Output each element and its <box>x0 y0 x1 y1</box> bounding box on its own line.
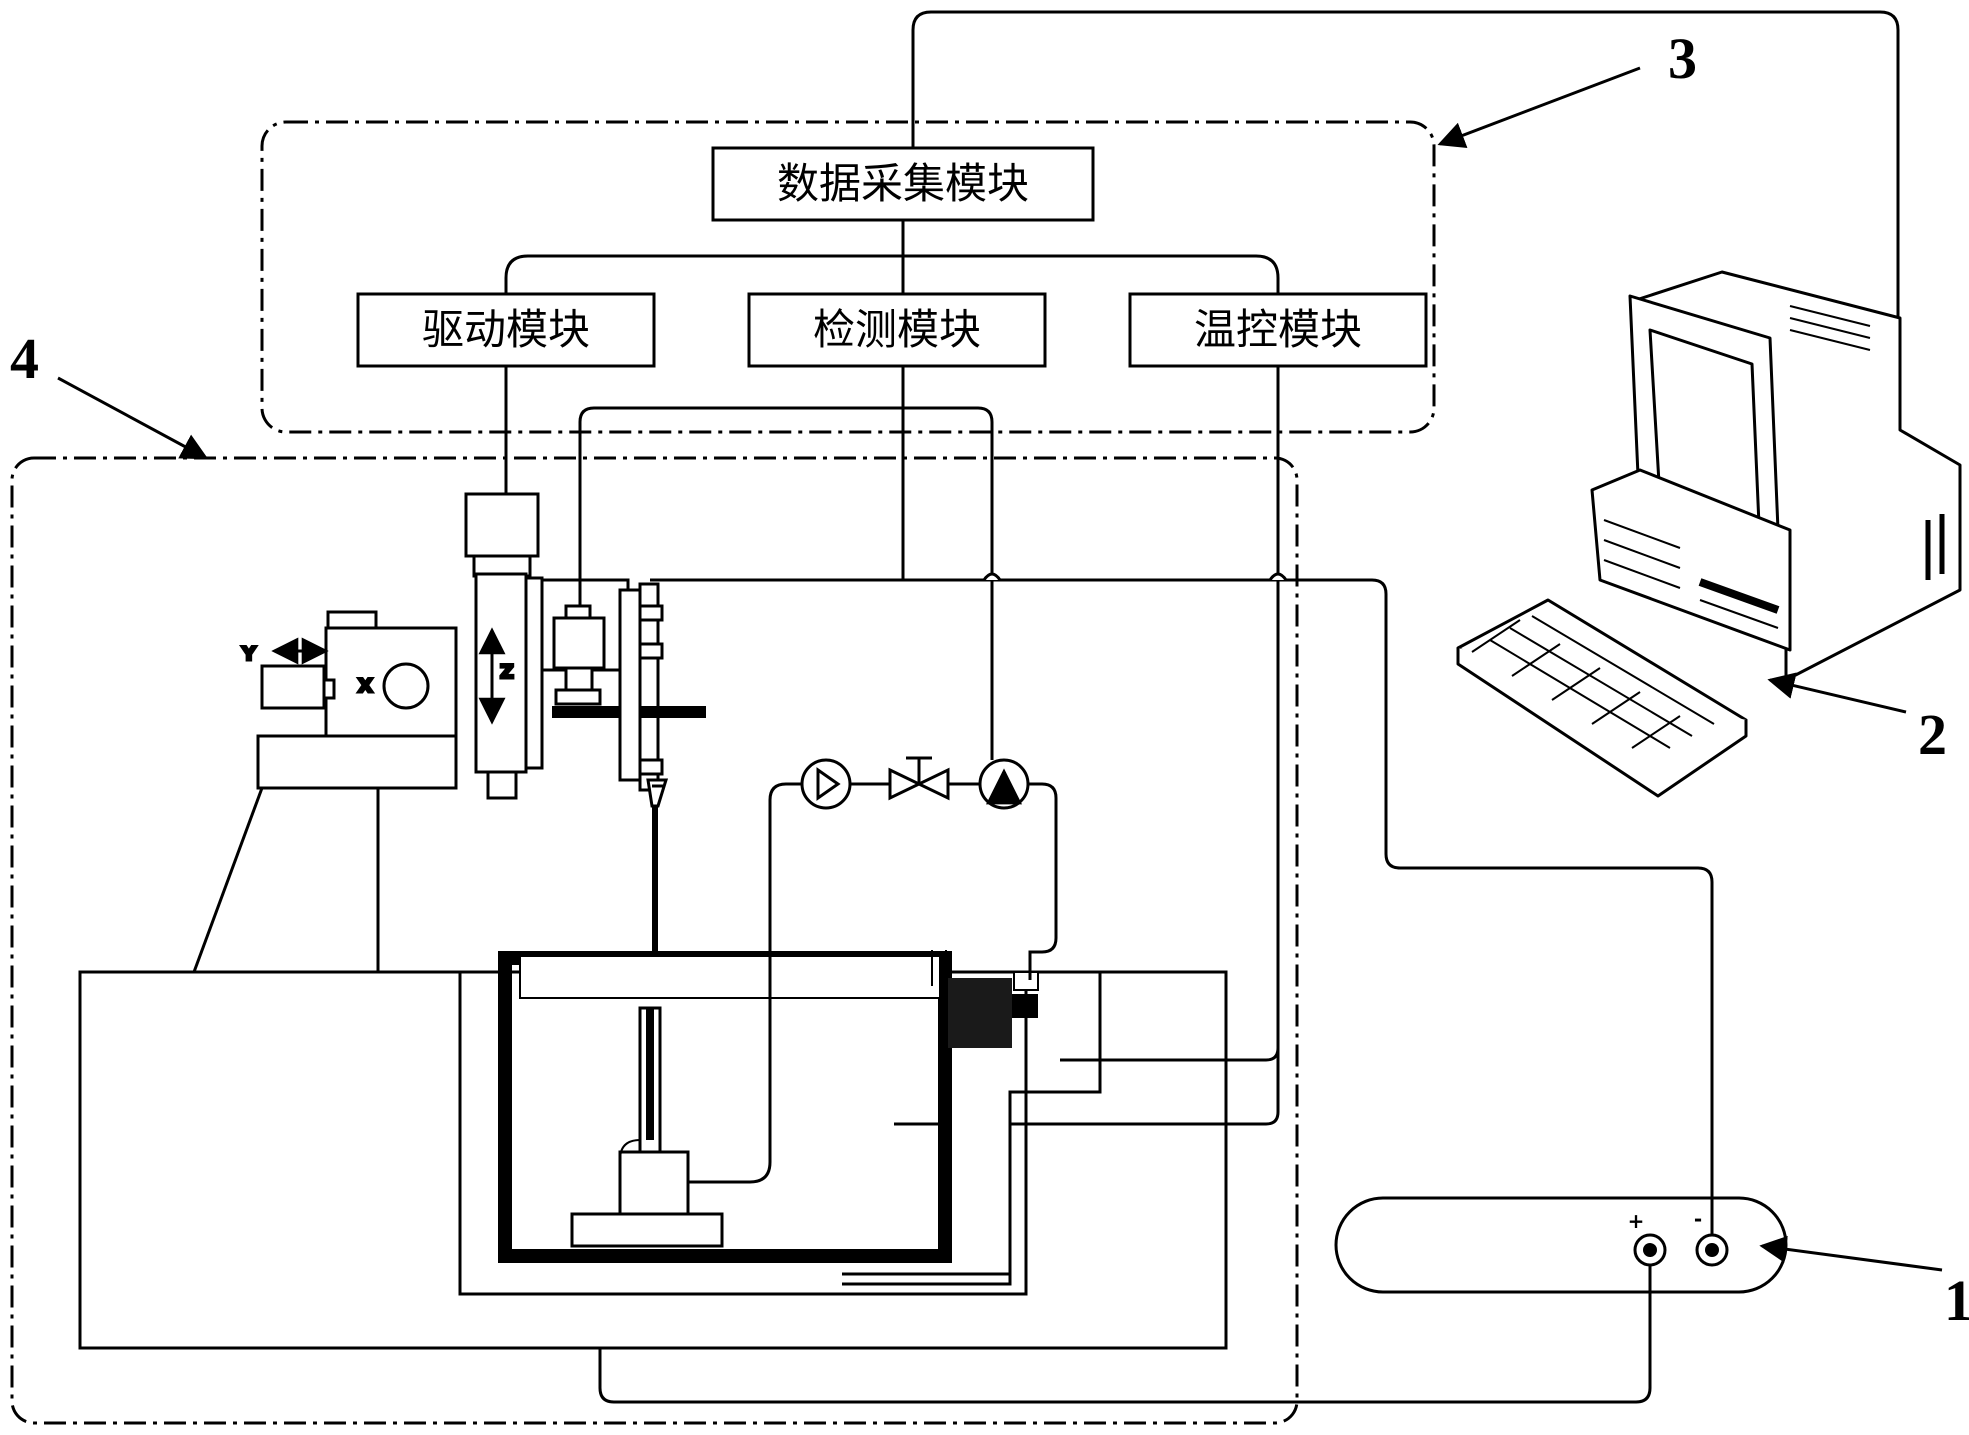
callout-1-number: 1 <box>1944 1268 1969 1333</box>
power-supply: + - <box>1334 1196 1788 1294</box>
detection-module-label: 检测模块 <box>813 305 981 354</box>
signal-lines <box>504 366 1280 1126</box>
displacement-sensor <box>540 578 630 706</box>
machine-column <box>192 734 458 973</box>
temperature-control-label: 温控模块 <box>1194 305 1362 354</box>
callout-4: 4 <box>10 326 209 460</box>
callout-2-number: 2 <box>1918 702 1947 767</box>
control-system-boundary <box>260 120 1436 434</box>
callout-2: 2 <box>1767 672 1947 767</box>
workpiece-fixture <box>570 1006 724 1248</box>
drive-module: 驱动模块 <box>356 292 656 368</box>
positive-terminal: + <box>1628 1209 1667 1267</box>
flowmeter <box>978 758 1030 810</box>
callout-4-number: 4 <box>10 326 39 391</box>
drive-module-label: 驱动模块 <box>422 305 590 354</box>
z-axis-column: Z <box>464 492 544 800</box>
x-axis-knob <box>382 662 430 710</box>
temperature-control-module: 温控模块 <box>1128 292 1428 368</box>
z-axis-label: Z <box>500 661 514 683</box>
detection-module: 检测模块 <box>747 292 1047 368</box>
x-axis-label: X <box>358 675 373 697</box>
positive-terminal-label: + <box>1628 1209 1645 1233</box>
tool-holder <box>618 582 669 808</box>
callout-3-number: 3 <box>1668 26 1697 91</box>
keyboard-keys <box>1471 615 1715 749</box>
valve <box>888 756 950 801</box>
tank-side-chamber <box>842 970 1102 1286</box>
system-unit <box>1590 468 1792 652</box>
callout-1: 1 <box>1759 1235 1969 1333</box>
electrolyte-tank <box>498 950 952 1263</box>
wire-crossovers <box>982 572 1288 581</box>
negative-terminal-label: - <box>1694 1207 1702 1231</box>
pump <box>800 758 852 810</box>
data-acquisition-module: 数据采集模块 <box>711 146 1095 222</box>
machining-apparatus-boundary <box>10 456 1299 1425</box>
power-wires <box>598 578 1714 1404</box>
circulation-loop <box>688 782 1058 1184</box>
temperature-probes <box>842 1058 1100 1276</box>
y-axis-stage: Y X <box>240 610 458 738</box>
computer <box>1456 270 1962 798</box>
data-acquisition-label: 数据采集模块 <box>777 159 1029 208</box>
heater <box>948 971 1039 1048</box>
computer-link-line <box>911 10 1900 362</box>
callout-3: 3 <box>1437 26 1697 148</box>
y-axis-label: Y <box>241 643 256 665</box>
module-bus-lines <box>504 220 1280 294</box>
